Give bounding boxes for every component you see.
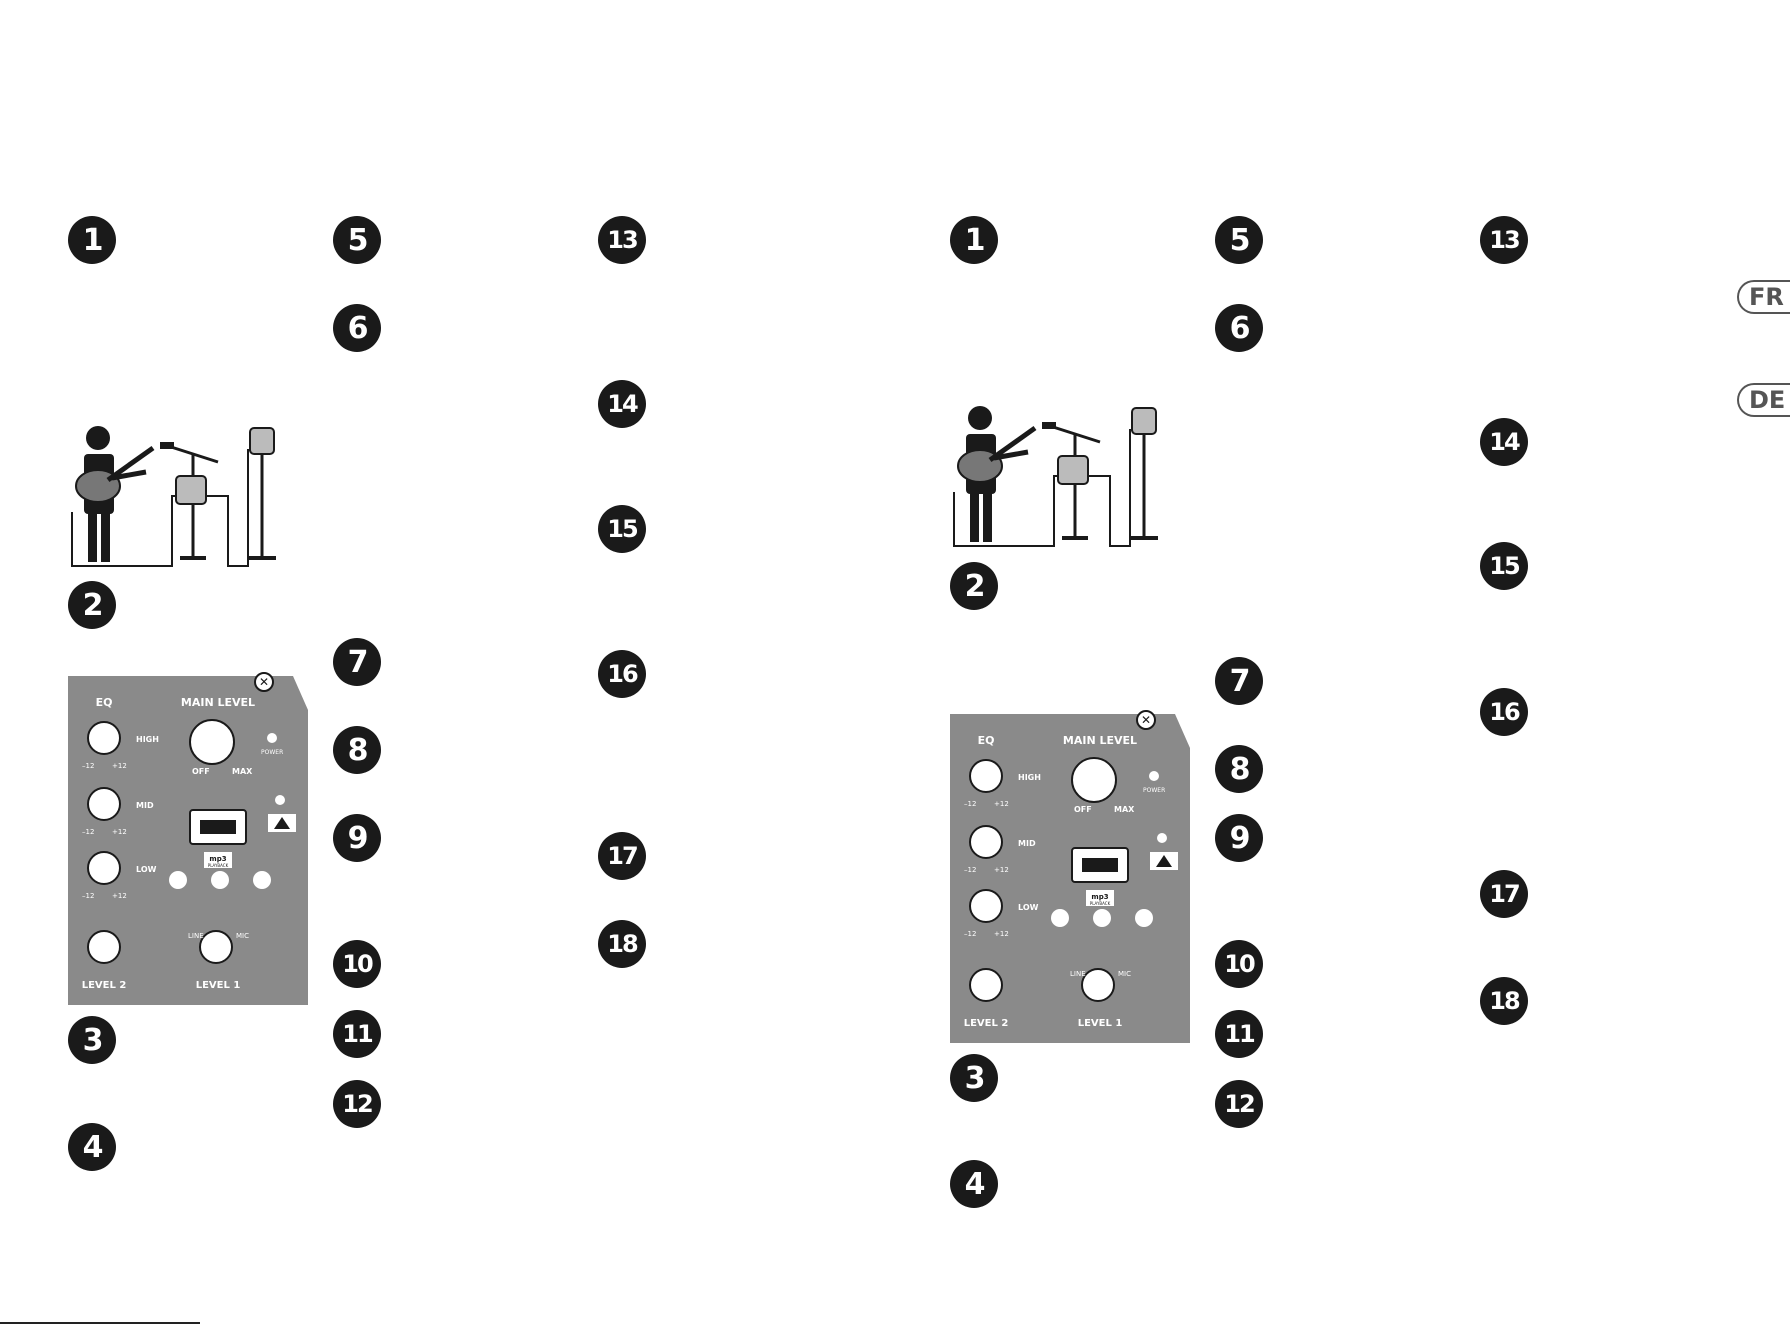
- callout-9: 9: [333, 814, 381, 862]
- callout-5: 5: [333, 216, 381, 264]
- page-left: 1 2 3 4 5 6 7 8 9 10 11 12 13 14 15 16 1…: [0, 0, 880, 1324]
- callout-17: 17: [1480, 870, 1528, 918]
- power-label: POWER: [261, 749, 283, 756]
- callout-18: 18: [598, 920, 646, 968]
- callout-13: 13: [1480, 216, 1528, 264]
- svg-text:✕: ✕: [259, 675, 269, 689]
- callout-16: 16: [598, 650, 646, 698]
- callout-10: 10: [1215, 940, 1263, 988]
- svg-text:–12: –12: [964, 866, 976, 874]
- callout-14: 14: [1480, 418, 1528, 466]
- callout-15: 15: [1480, 542, 1528, 590]
- svg-text:+12: +12: [994, 866, 1009, 874]
- callout-6: 6: [1215, 304, 1263, 352]
- callout-10: 10: [333, 940, 381, 988]
- level2-label: LEVEL 2: [82, 980, 127, 991]
- language-tab-fr[interactable]: FR: [1737, 280, 1790, 314]
- control-panel-illustration: ✕ EQ MAIN LEVEL HIGH MID LOW –12 +12 –12…: [68, 672, 308, 1005]
- off-label: OFF: [1074, 805, 1092, 814]
- svg-text:+12: +12: [112, 762, 127, 770]
- callout-4: 4: [68, 1123, 116, 1171]
- high-label: HIGH: [136, 735, 159, 744]
- svg-text:+12: +12: [994, 800, 1009, 808]
- callout-6: 6: [333, 304, 381, 352]
- power-label: POWER: [1143, 787, 1165, 794]
- svg-text:✕: ✕: [1141, 713, 1151, 727]
- max-label: MAX: [1114, 805, 1135, 814]
- callout-18: 18: [1480, 977, 1528, 1025]
- svg-text:+12: +12: [112, 828, 127, 836]
- svg-text:LINE: LINE: [1070, 970, 1086, 978]
- low-label: LOW: [1018, 903, 1039, 912]
- svg-text:–12: –12: [964, 800, 976, 808]
- callout-1: 1: [68, 216, 116, 264]
- callout-12: 12: [333, 1080, 381, 1128]
- level1-label: LEVEL 1: [196, 980, 241, 991]
- callout-8: 8: [1215, 745, 1263, 793]
- callout-2: 2: [950, 562, 998, 610]
- off-label: OFF: [192, 767, 210, 776]
- callout-3: 3: [68, 1016, 116, 1064]
- mid-label: MID: [1018, 839, 1036, 848]
- callout-7: 7: [333, 638, 381, 686]
- level1-label: LEVEL 1: [1078, 1018, 1123, 1029]
- callout-8: 8: [333, 726, 381, 774]
- svg-text:PLAYBACK: PLAYBACK: [208, 863, 229, 868]
- callout-17: 17: [598, 832, 646, 880]
- callout-5: 5: [1215, 216, 1263, 264]
- callout-11: 11: [1215, 1010, 1263, 1058]
- callout-11: 11: [333, 1010, 381, 1058]
- main-level-label: MAIN LEVEL: [181, 696, 255, 709]
- high-label: HIGH: [1018, 773, 1041, 782]
- mp3-label: mp3: [209, 855, 226, 863]
- mid-label: MID: [136, 801, 154, 810]
- svg-text:–12: –12: [82, 828, 94, 836]
- svg-text:MIC: MIC: [1118, 970, 1131, 978]
- main-level-label: MAIN LEVEL: [1063, 734, 1137, 747]
- svg-text:LINE: LINE: [188, 932, 204, 940]
- callout-9: 9: [1215, 814, 1263, 862]
- callout-2: 2: [68, 581, 116, 629]
- footer-rule: [0, 1322, 200, 1324]
- callout-13: 13: [598, 216, 646, 264]
- max-label: MAX: [232, 767, 253, 776]
- control-panel-illustration: ✕ EQ MAIN LEVEL HIGH MID LOW –12 +12 –12…: [950, 710, 1190, 1043]
- callout-4: 4: [950, 1160, 998, 1208]
- performer-setup-illustration: [953, 406, 1158, 547]
- mp3-label: mp3: [1091, 893, 1108, 901]
- level2-label: LEVEL 2: [964, 1018, 1009, 1029]
- page-right: 1 2 3 4 5 6 7 8 9 10 11 12 13 14 15 16 1…: [882, 0, 1762, 1324]
- callout-16: 16: [1480, 688, 1528, 736]
- eq-label: EQ: [96, 696, 113, 709]
- svg-text:–12: –12: [964, 930, 976, 938]
- svg-text:–12: –12: [82, 762, 94, 770]
- callout-12: 12: [1215, 1080, 1263, 1128]
- svg-text:MIC: MIC: [236, 932, 249, 940]
- performer-setup-illustration: [71, 426, 276, 567]
- eq-label: EQ: [978, 734, 995, 747]
- language-tab-de[interactable]: DE: [1737, 383, 1790, 417]
- callout-1: 1: [950, 216, 998, 264]
- low-label: LOW: [136, 865, 157, 874]
- svg-text:PLAYBACK: PLAYBACK: [1090, 901, 1111, 906]
- callout-7: 7: [1215, 657, 1263, 705]
- svg-text:–12: –12: [82, 892, 94, 900]
- callout-15: 15: [598, 505, 646, 553]
- svg-text:+12: +12: [994, 930, 1009, 938]
- callout-14: 14: [598, 380, 646, 428]
- callout-3: 3: [950, 1054, 998, 1102]
- svg-text:+12: +12: [112, 892, 127, 900]
